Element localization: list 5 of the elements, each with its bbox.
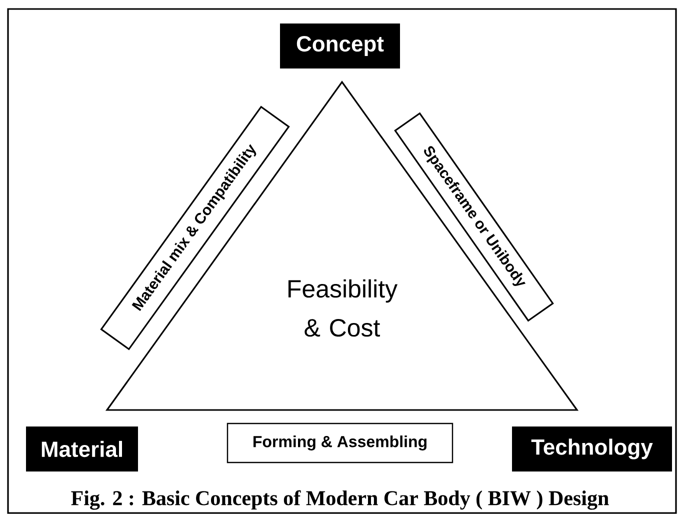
label-box: Forming & Assembling [226,422,454,464]
label-box: Concept [280,24,400,68]
caption: Fig. 2 : Basic Concepts of Modern Car Body ( BIW ) Design [71,490,609,510]
label-box: Technology [512,426,672,472]
label-box: Material [26,426,138,472]
